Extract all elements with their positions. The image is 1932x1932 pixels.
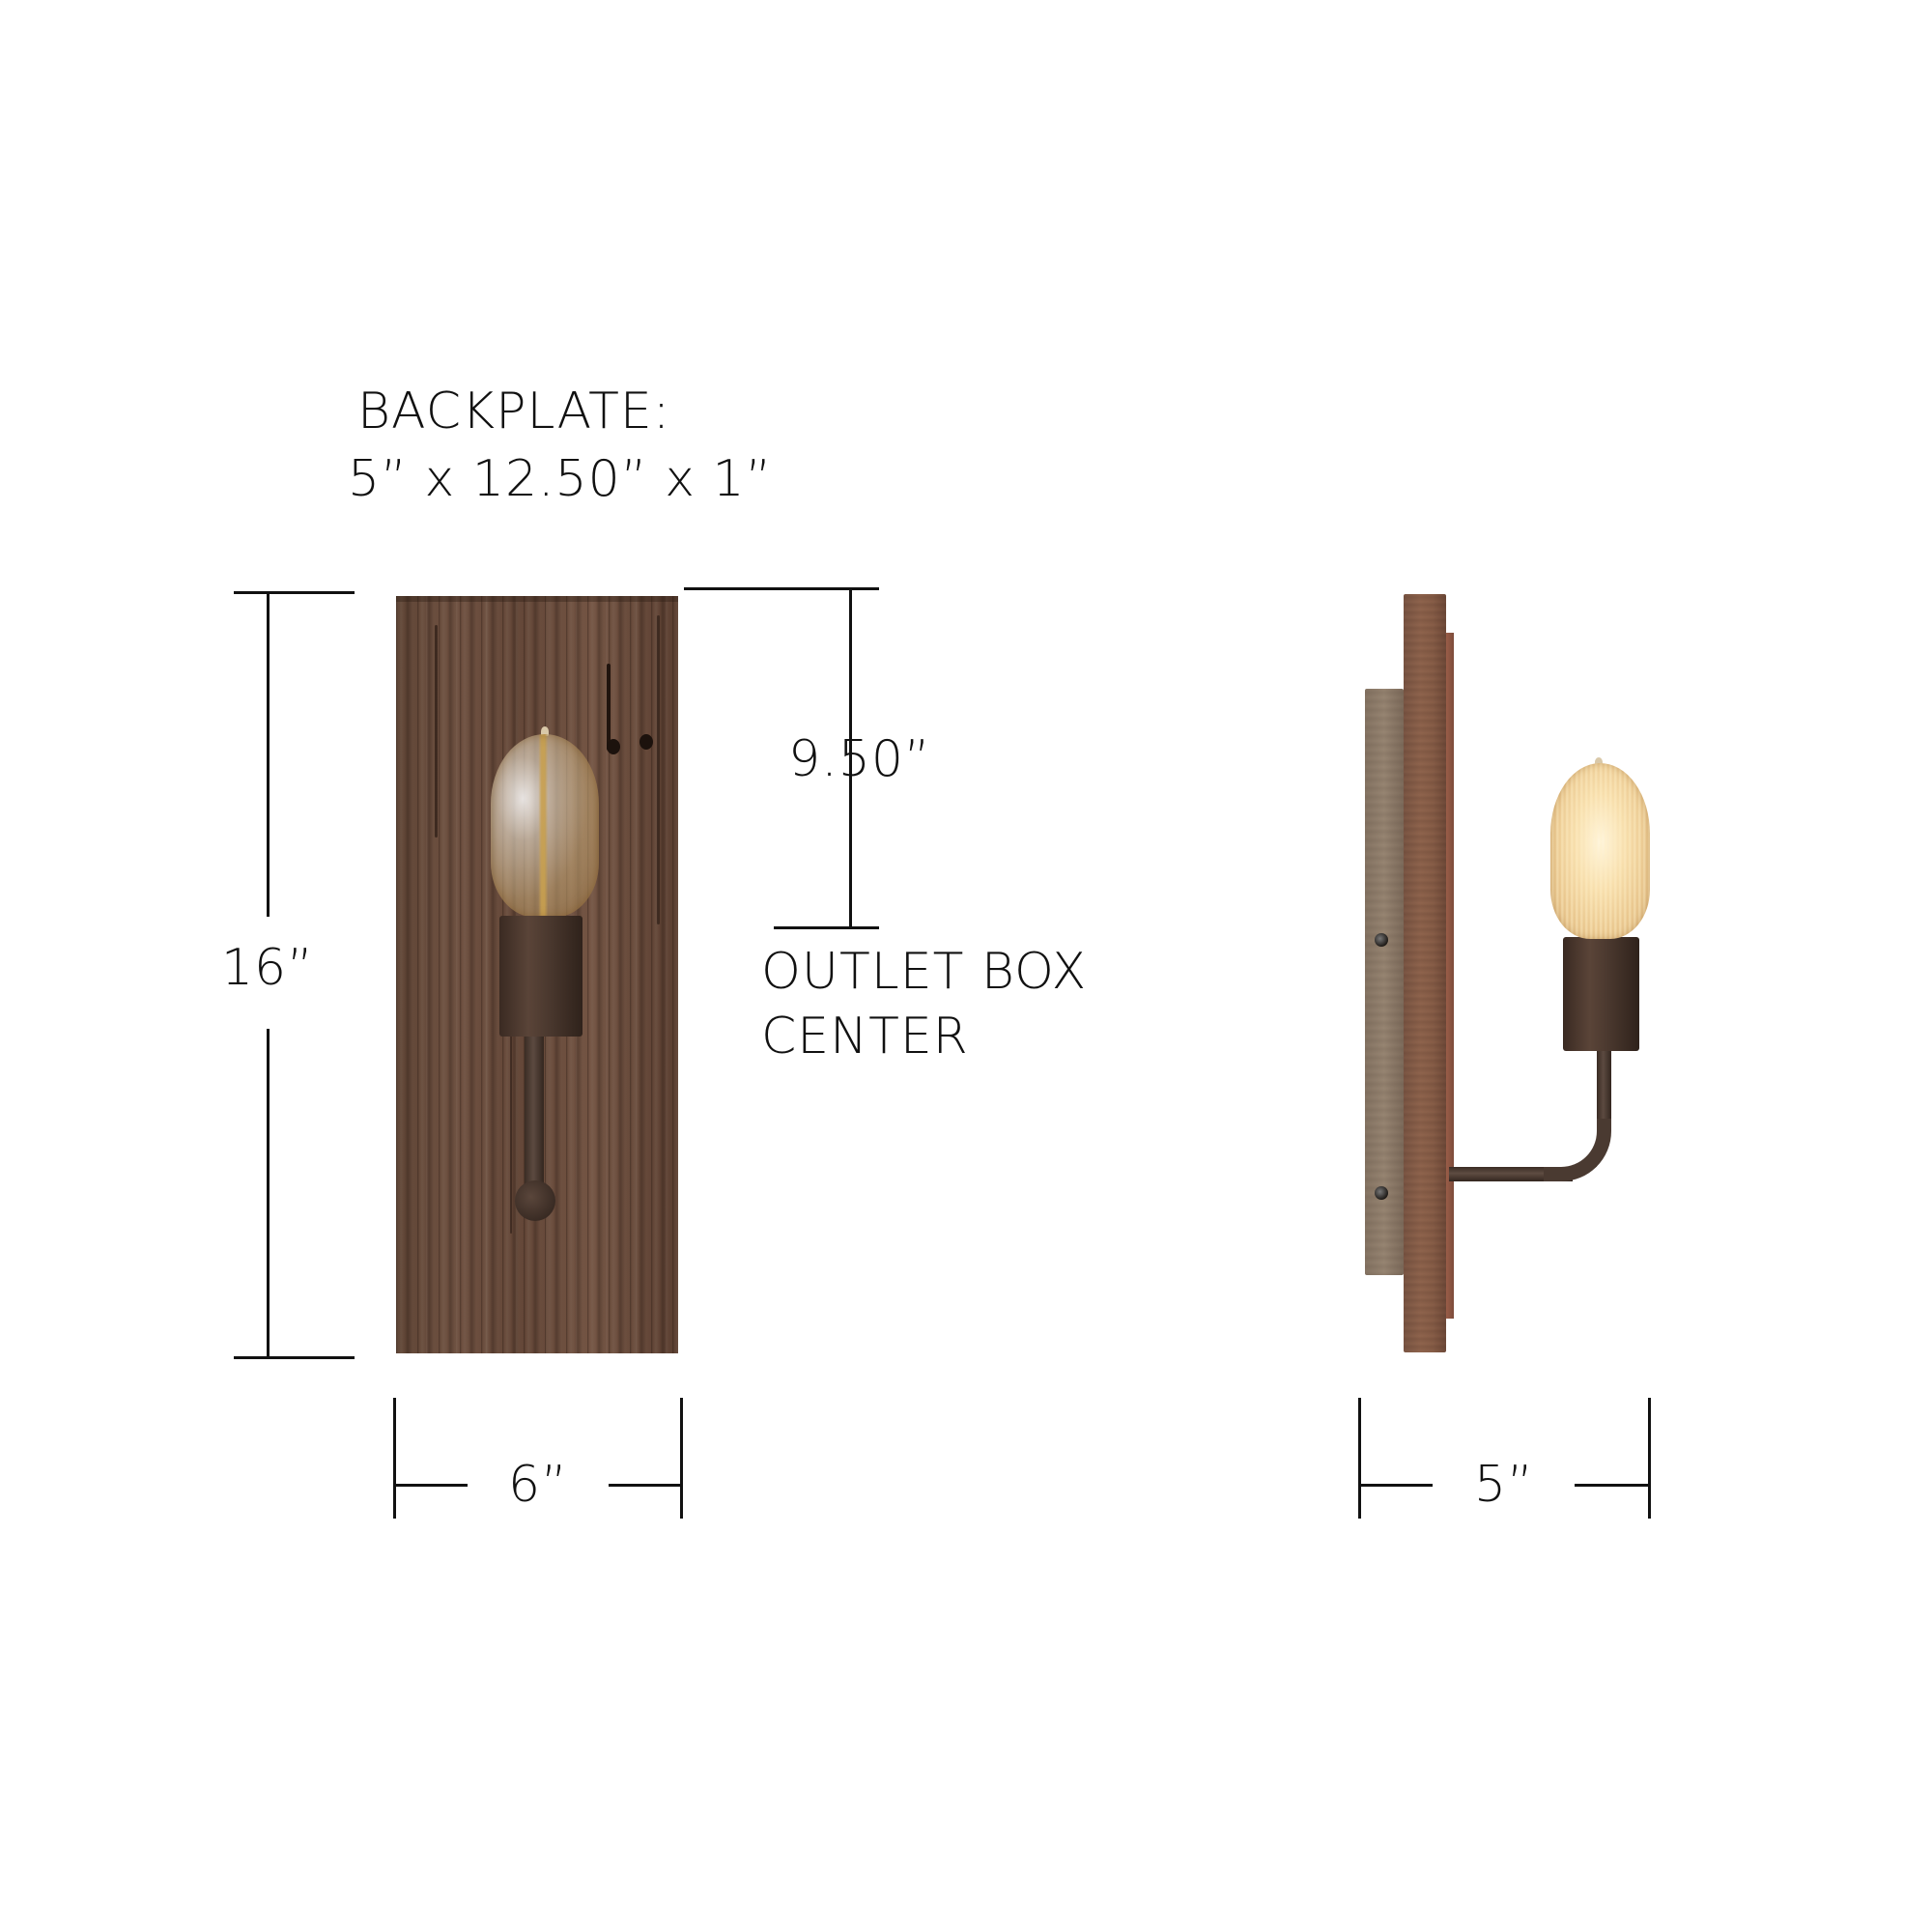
- dim-line: [609, 1484, 681, 1487]
- outlet-caption-line2: CENTER: [761, 1008, 969, 1065]
- side-arm-vertical: [1597, 1051, 1611, 1119]
- front-stem-base: [515, 1180, 555, 1221]
- dim-cap-right: [680, 1398, 683, 1519]
- front-bulb-tip: [541, 726, 549, 736]
- backplate-title: BACKPLATE:: [357, 383, 671, 440]
- front-edison-bulb: [491, 734, 599, 918]
- wood-crack: [607, 664, 611, 751]
- dim-cap-right: [1648, 1398, 1651, 1519]
- dim-cap-top: [234, 591, 355, 594]
- dim-line: [1575, 1484, 1649, 1487]
- screw-icon: [1375, 1186, 1388, 1200]
- dim-line: [394, 1484, 468, 1487]
- dim-cap-left: [1358, 1398, 1361, 1519]
- width-label: 6”: [507, 1456, 569, 1514]
- dim-cap-top: [684, 587, 879, 590]
- dim-line: [849, 792, 852, 927]
- dim-cap-left: [393, 1398, 396, 1519]
- depth-label: 5”: [1473, 1456, 1535, 1514]
- side-back-strip: [1446, 633, 1454, 1319]
- side-edison-bulb: [1550, 763, 1650, 939]
- dim-line: [849, 587, 852, 819]
- dim-line: [1359, 1484, 1433, 1487]
- height-label: 16”: [220, 939, 315, 997]
- side-mounting-bar: [1365, 689, 1404, 1275]
- front-stem-pipe: [525, 1037, 544, 1201]
- outlet-caption-line1: OUTLET BOX: [761, 943, 1088, 1001]
- side-arm-horizontal: [1449, 1167, 1573, 1181]
- side-bulb-socket: [1563, 937, 1639, 1051]
- dim-line: [267, 1029, 270, 1359]
- backplate-dimensions: 5” x 12.50” x 1”: [348, 450, 773, 508]
- front-bulb-socket: [499, 916, 582, 1037]
- wood-hole: [607, 739, 620, 754]
- dim-cap-bottom: [234, 1356, 355, 1359]
- side-bulb-tip: [1595, 757, 1603, 767]
- outlet-height-label: 9.50”: [788, 730, 931, 788]
- wood-hole: [639, 734, 653, 750]
- side-backplate-board: [1404, 594, 1446, 1352]
- dim-line: [267, 591, 270, 917]
- screw-icon: [1375, 933, 1388, 947]
- side-arm-elbow: [1544, 1111, 1611, 1181]
- dim-cap-bottom: [774, 926, 879, 929]
